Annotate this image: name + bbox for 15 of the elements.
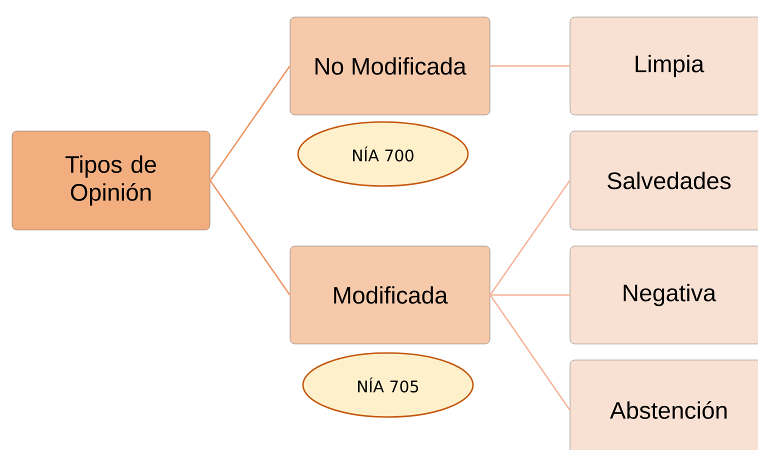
rounded-box: Salvedades: [570, 130, 758, 230]
connector-line: [210, 180, 290, 296]
connector-line: [490, 294, 570, 410]
connector-line: [490, 180, 570, 296]
connector-line: [210, 66, 290, 181]
rounded-box: Negativa: [570, 246, 758, 344]
connector-line: [490, 294, 570, 296]
rounded-box: Limpia: [570, 16, 758, 116]
rounded-box: Abstención: [570, 360, 758, 450]
rounded-box: No Modificada: [290, 16, 490, 116]
connector-line: [490, 65, 570, 67]
oval-label: NÍA 700: [297, 121, 469, 187]
rounded-box: Tipos de Opinión: [12, 130, 210, 230]
rounded-box: Modificada: [290, 246, 490, 344]
oval-label: NÍA 705: [302, 352, 474, 418]
